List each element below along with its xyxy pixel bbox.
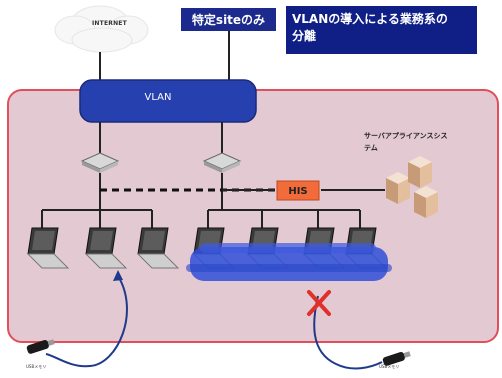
usb-allowed-path bbox=[45, 275, 128, 368]
server-appliance-icon bbox=[386, 156, 438, 218]
his-label: HIS bbox=[288, 186, 308, 197]
business-terminal-highlight bbox=[186, 243, 392, 281]
usb-blocked-path bbox=[313, 295, 383, 370]
vlan-label: VLAN bbox=[144, 92, 172, 103]
internet-label: INTERNET bbox=[92, 20, 127, 27]
usb-stick-left-icon bbox=[26, 339, 55, 354]
usb-label-left: USBメモリ bbox=[26, 364, 47, 369]
usb-stick-right-icon bbox=[382, 351, 411, 366]
laptop-left-2 bbox=[84, 227, 128, 269]
switch-right bbox=[202, 152, 242, 173]
diagram-title: VLANの導入による業務系の 分離 bbox=[286, 6, 477, 54]
laptop-left-1 bbox=[26, 227, 70, 269]
diagram-title-line1: VLANの導入による業務系の bbox=[292, 12, 448, 26]
usb-label-right: USBメモリ bbox=[379, 364, 400, 369]
usb-allowed-arrowhead bbox=[113, 270, 123, 281]
server-appliance-label-line1: サーバアプライアンスシス bbox=[364, 132, 448, 140]
switch-left bbox=[80, 152, 120, 173]
laptop-left-3 bbox=[136, 227, 180, 269]
server-appliance-label-line2: テム bbox=[364, 144, 378, 152]
vlan-block bbox=[79, 79, 257, 123]
diagram-title-line2: 分離 bbox=[292, 29, 317, 43]
server-appliance-label: サーバアプライアンスシス テム bbox=[364, 130, 484, 154]
his-box bbox=[276, 180, 320, 201]
internet-cloud bbox=[54, 5, 149, 53]
site-only-label: 特定siteのみ bbox=[181, 8, 276, 31]
blocked-x-icon bbox=[307, 290, 331, 316]
